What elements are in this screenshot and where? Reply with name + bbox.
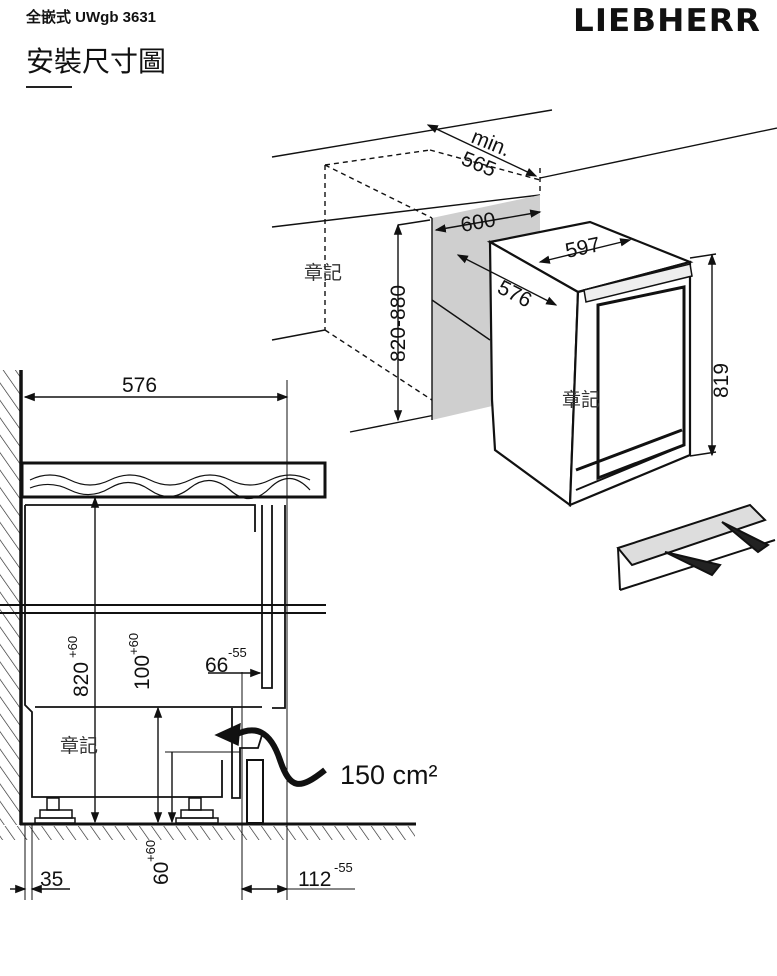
brand-logo: LIEBHERR: [573, 3, 761, 39]
perspective-view: [271, 109, 777, 591]
model-name: 全嵌式 UWgb 3631: [26, 9, 157, 26]
vent-area-label: 150 cm²: [340, 760, 438, 790]
title-underline: [26, 86, 72, 88]
plinth-recess-tolerance: -55: [228, 645, 247, 660]
page-title: 安裝尺寸圖: [26, 46, 167, 77]
door-panel: [261, 505, 286, 709]
appliance-depth-line: [456, 254, 558, 306]
airflow-arrow: [233, 727, 327, 787]
floor-hatch: [0, 826, 415, 840]
plinth-recess-label: 66: [205, 654, 228, 677]
wall-line: [271, 109, 553, 158]
front-offset-tolerance: -55: [334, 860, 353, 875]
width-dimension-line: [434, 209, 542, 233]
watermark: 章記: [60, 735, 98, 757]
side-section-labels: 576 820 +60 100 +60 66 -55 150 cm² 35 60…: [40, 374, 438, 891]
wall-line: [271, 329, 326, 341]
perspective-labels: min. 565 600 597 576 820-880 819 章記 章記: [304, 125, 733, 411]
appliance-height-label: 819: [710, 363, 733, 398]
vent-grille-illustration: [616, 503, 776, 591]
watermark: 章記: [304, 262, 342, 284]
wall-line: [539, 127, 777, 179]
appliance-body: [486, 220, 694, 508]
foot-height-tolerance: +60: [143, 840, 158, 862]
side-section-view: [0, 370, 416, 900]
plinth-height-tolerance: +60: [126, 633, 141, 655]
plinth-height-label: 100: [131, 655, 154, 690]
countertop-depth-label: 576: [122, 374, 157, 397]
foot-height-label: 60: [150, 862, 173, 885]
niche-height-label: 820-880: [387, 285, 410, 362]
plinth-panel: [246, 759, 264, 824]
wall-line: [271, 194, 541, 228]
adjustable-feet: [34, 797, 219, 824]
appliance-outline: [24, 504, 256, 798]
wall-hatch: [0, 370, 20, 825]
watermark: 章記: [562, 389, 600, 411]
front-offset-label: 112: [298, 868, 331, 891]
depth-dimension-line: [426, 124, 538, 177]
countertop: [20, 461, 327, 499]
wall-gap-label: 35: [40, 868, 63, 891]
airflow-arrowhead: [214, 722, 241, 747]
niche-height-tolerance: +60: [65, 636, 80, 658]
niche-height-label: 820: [70, 662, 93, 697]
